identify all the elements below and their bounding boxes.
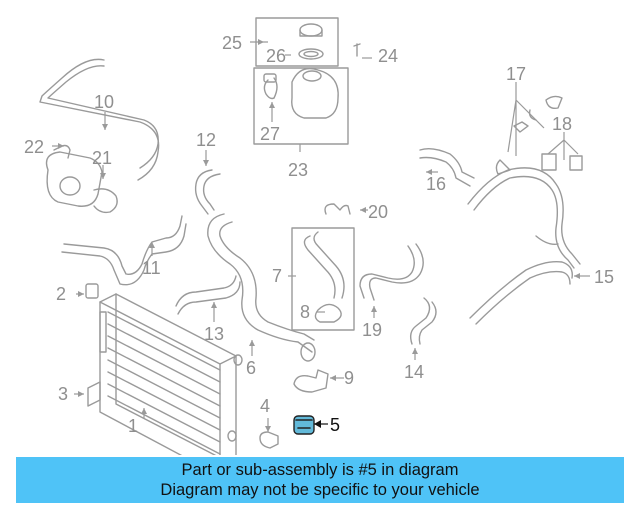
callout-19: 19	[362, 320, 382, 340]
callout-8: 8	[300, 302, 310, 322]
sensors-18	[541, 153, 583, 171]
hose-14	[409, 297, 431, 345]
callout-11: 11	[142, 258, 161, 278]
coolant-pipe-10	[39, 58, 160, 181]
callout-16: 16	[426, 174, 446, 194]
hose-13	[175, 275, 241, 315]
callout-15: 15	[594, 267, 614, 287]
highlighted-part-5	[293, 415, 315, 435]
callout-14: 14	[404, 362, 424, 382]
callout-7: 7	[272, 266, 282, 286]
hose-6	[207, 213, 316, 362]
callout-5: 5	[330, 415, 340, 435]
callout-2: 2	[56, 284, 66, 304]
hose-kit-7	[291, 227, 355, 331]
callout-10: 10	[94, 92, 114, 112]
callout-9: 9	[344, 368, 354, 388]
bracket-2	[85, 283, 99, 299]
callout-26: 26	[266, 46, 286, 66]
callout-4: 4	[260, 396, 270, 416]
arrow-tips	[58, 39, 580, 432]
banner-line-part-number: Part or sub-assembly is #5 in diagram	[181, 461, 459, 479]
callout-12: 12	[196, 130, 216, 150]
hose-15	[467, 167, 581, 325]
hose-12	[194, 169, 213, 215]
parts-diagram: 25 26 24 27 23 10 22 21 12 11 13 6 7 8 9…	[24, 17, 614, 455]
callout-24: 24	[378, 46, 398, 66]
callout-21: 21	[92, 148, 112, 168]
connectors-17	[495, 95, 563, 175]
info-banner: Part or sub-assembly is #5 in diagram Di…	[16, 457, 624, 503]
expansion-tank-group	[253, 67, 349, 145]
hose-16	[419, 147, 475, 179]
callout-3: 3	[58, 384, 68, 404]
bleed-screw	[353, 43, 361, 57]
callout-18: 18	[552, 114, 572, 134]
banner-line-disclaimer: Diagram may not be specific to your vehi…	[160, 481, 480, 499]
radiator	[99, 293, 243, 455]
hose-11	[61, 215, 187, 286]
callout-20: 20	[368, 202, 388, 222]
bracket-3	[87, 381, 101, 407]
callout-6: 6	[246, 358, 256, 378]
callout-23: 23	[288, 160, 308, 180]
callout-22: 22	[24, 137, 44, 157]
callout-17: 17	[506, 64, 526, 84]
callout-1: 1	[128, 416, 138, 436]
callout-numbers: 25 26 24 27 23 10 22 21 12 11 13 6 7 8 9…	[24, 33, 614, 436]
temp-sensor-4	[259, 431, 279, 449]
hose-19	[359, 243, 424, 301]
callout-27: 27	[260, 124, 280, 144]
callout-13: 13	[204, 324, 224, 344]
fitting-20	[324, 203, 351, 215]
callout-25: 25	[222, 33, 242, 53]
fitting-9	[293, 369, 329, 393]
